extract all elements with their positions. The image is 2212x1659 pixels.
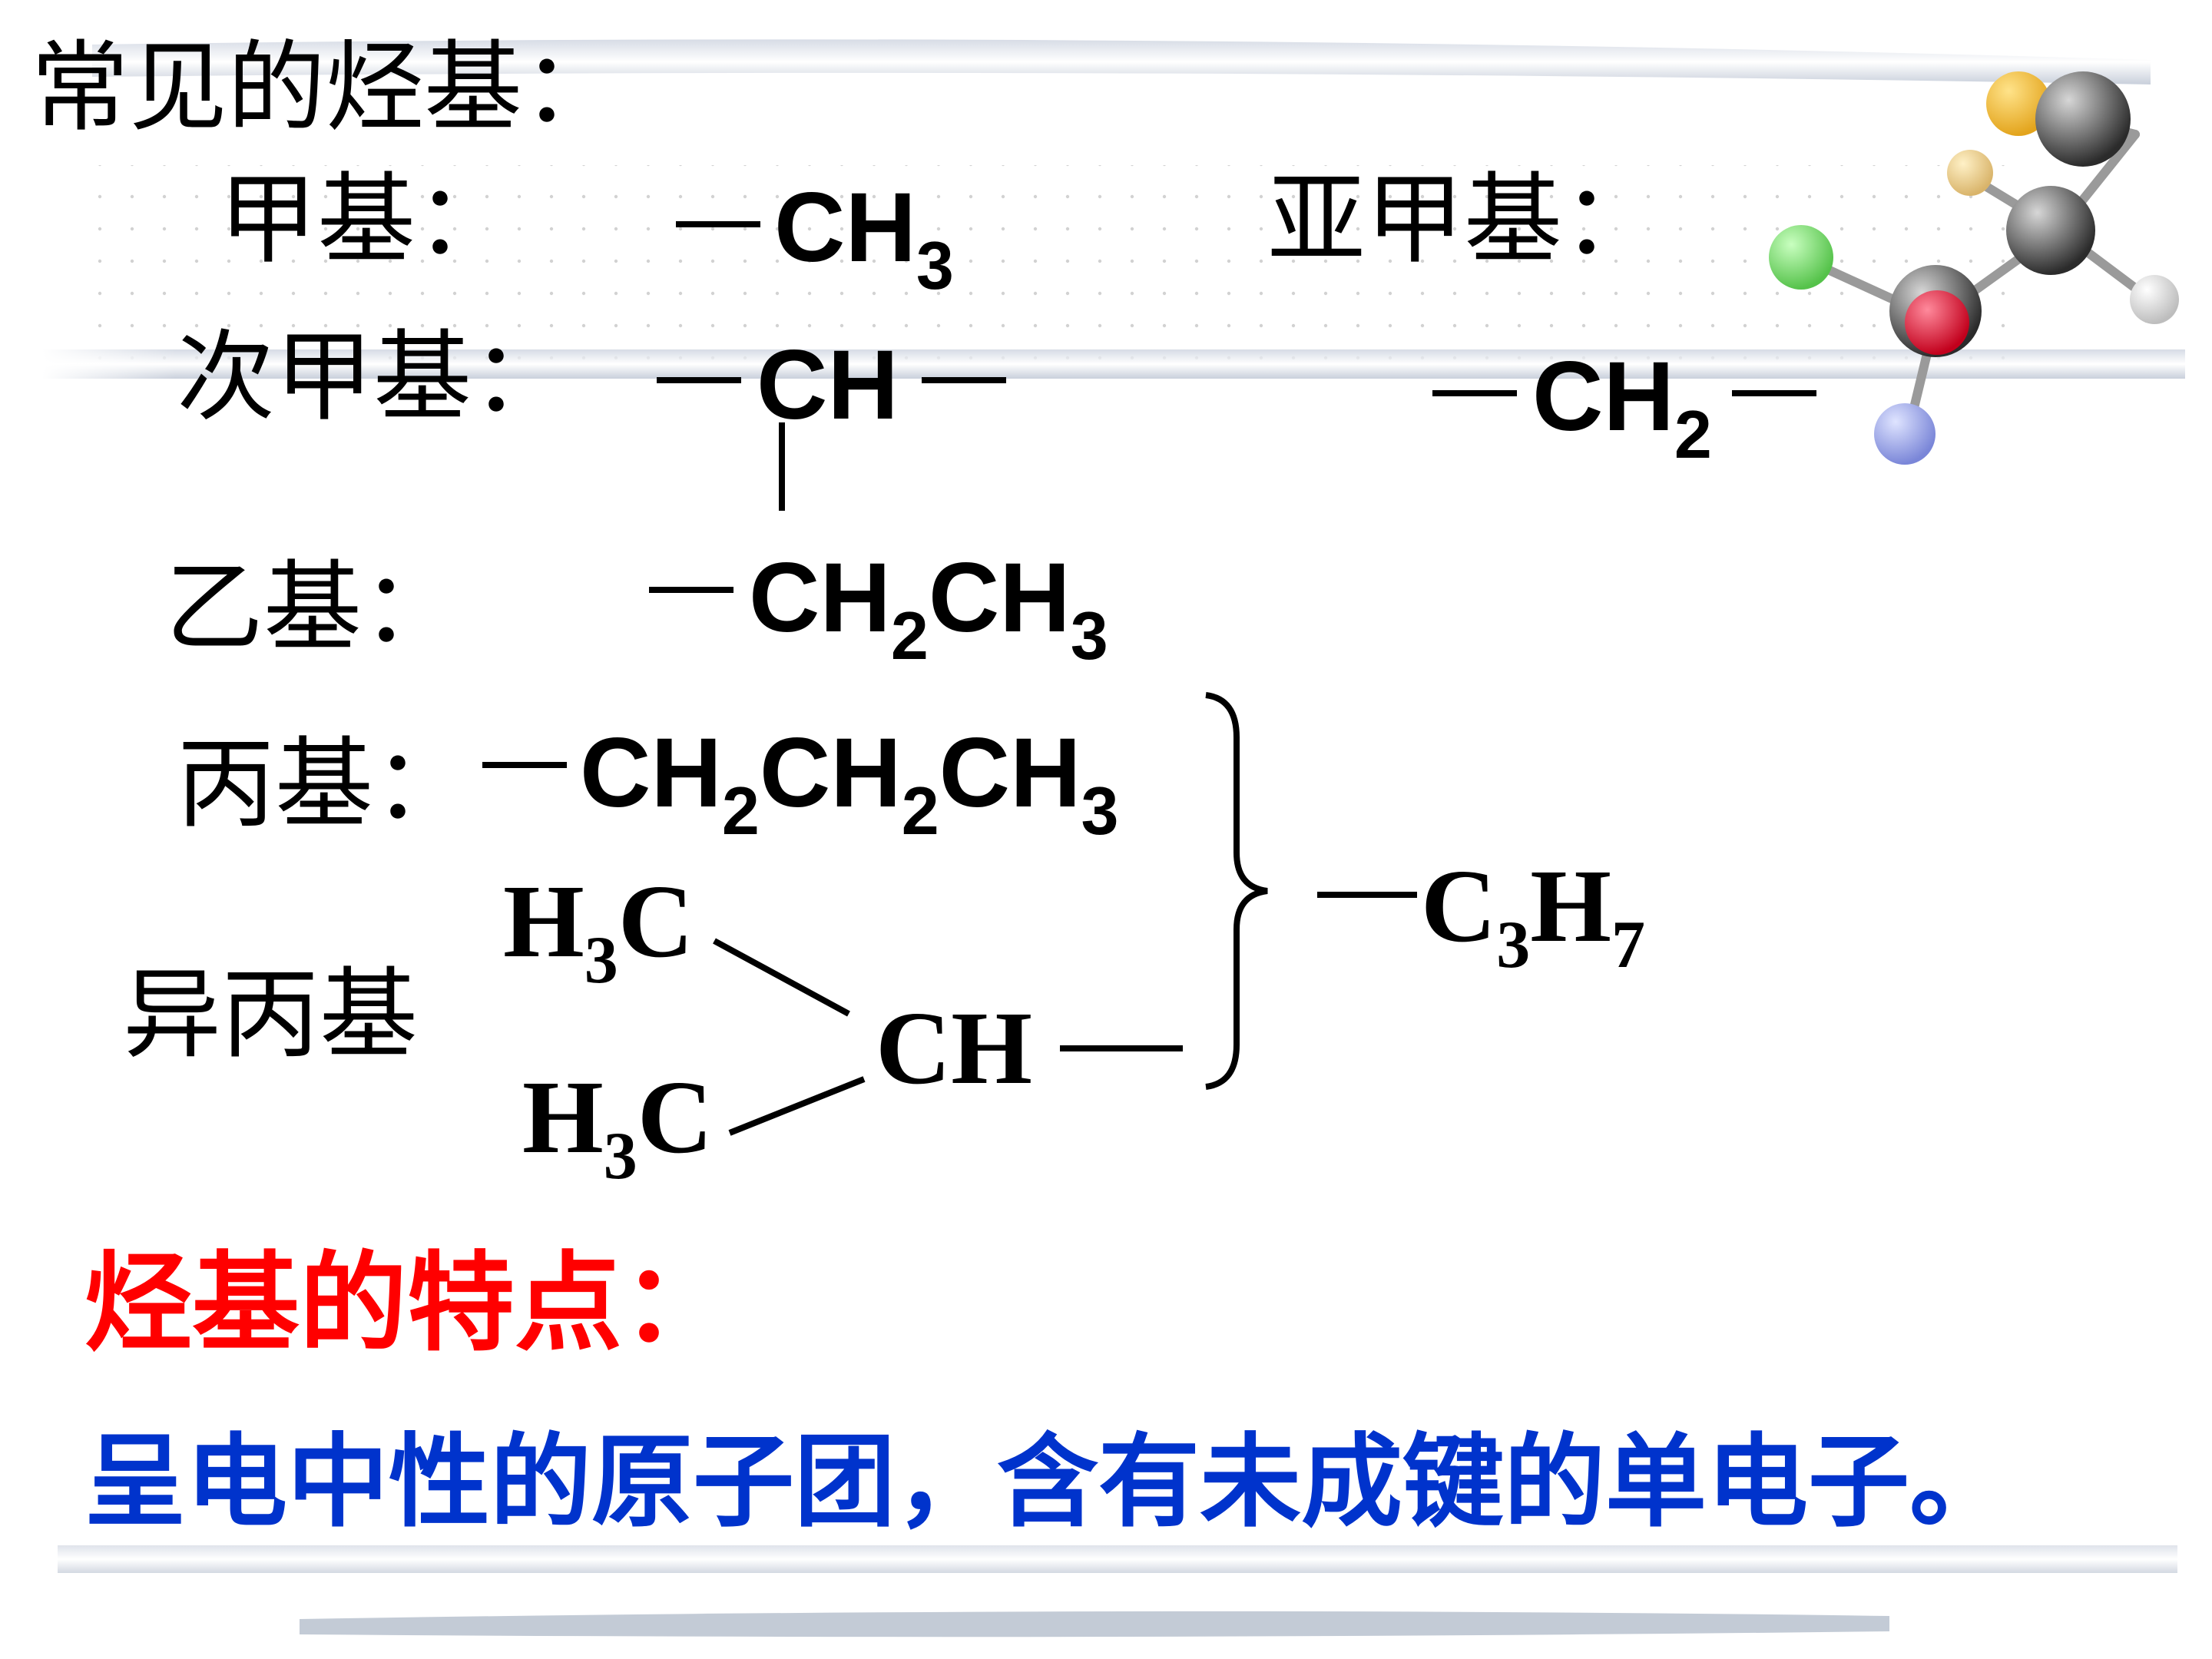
methylene-label: 亚甲基： — [1267, 163, 1661, 277]
ethyl-row: 乙基： CH2CH3 — [165, 543, 1108, 674]
methyl-row: 甲基： CH3 — [219, 163, 954, 303]
methylene-formula: CH2 — [1532, 342, 1712, 472]
isopropyl-center: CH — [876, 991, 1032, 1106]
curly-brace — [1205, 692, 1268, 1090]
propyl-row: 丙基： CH2CH2CH3 — [177, 718, 1118, 849]
slide-title: 常见的烃基： — [31, 31, 621, 145]
isopropyl-label: 异丙基 — [123, 958, 418, 1072]
isopropyl-row: 异丙基 H3C H3C CH — [123, 864, 1183, 1194]
methyl-formula: CH3 — [774, 173, 954, 303]
propyl-label: 丙基： — [177, 727, 472, 842]
methine-label: 次甲基： — [177, 320, 570, 435]
ethyl-formula: CH2CH3 — [749, 543, 1108, 674]
isopropyl-lower-methyl: H3C — [522, 1060, 713, 1194]
methylene-row: 亚甲基： CH2 — [1267, 163, 1816, 472]
molecule-model-icon — [1769, 71, 2179, 465]
background-decoration — [42, 39, 2185, 1637]
combined-formula: C3H7 — [1421, 849, 1645, 982]
isopropyl-lower-bond — [728, 1076, 866, 1136]
methine-row: 次甲基： CH — [177, 320, 1006, 511]
isopropyl-upper-methyl: H3C — [503, 864, 694, 998]
methine-formula: CH — [757, 330, 899, 440]
feature-heading: 烃基的特点： — [84, 1241, 730, 1366]
isopropyl-upper-bond — [713, 938, 850, 1017]
methyl-label: 甲基： — [219, 163, 514, 277]
feature-text: 呈电中性的原子团，含有未成键的单电子。 — [84, 1423, 2011, 1541]
ethyl-label: 乙基： — [165, 551, 460, 665]
propyl-formula: CH2CH2CH3 — [580, 718, 1118, 849]
